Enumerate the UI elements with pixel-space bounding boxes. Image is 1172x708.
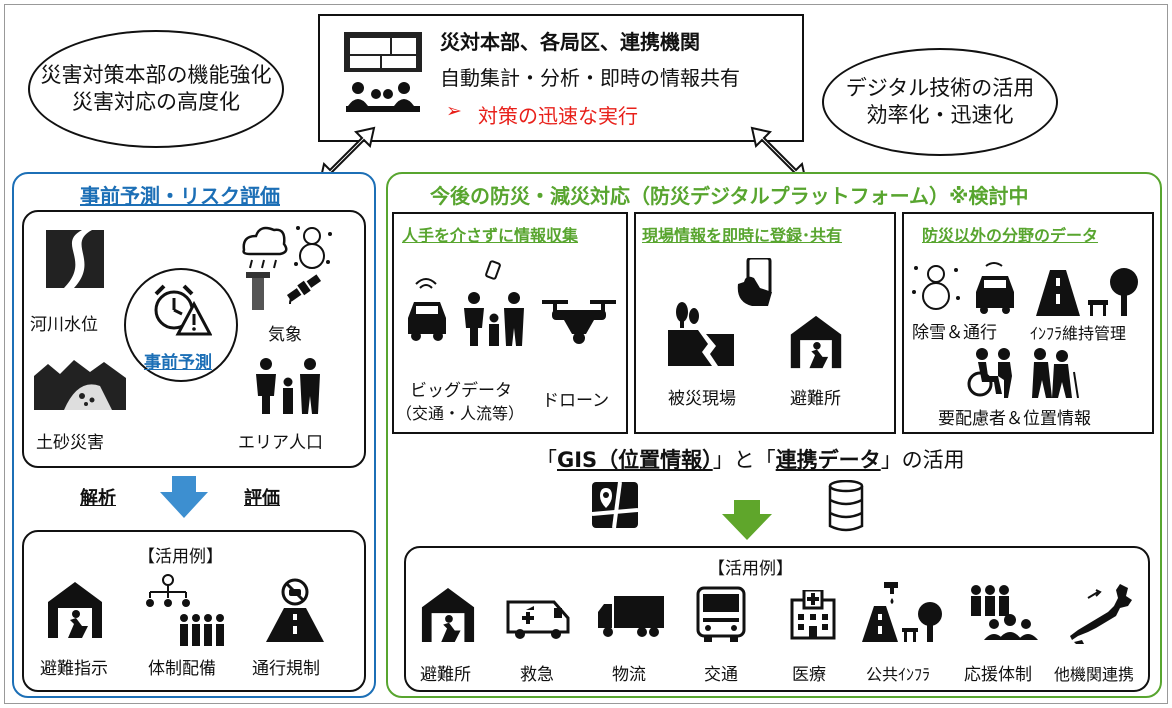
- gis-mid-text: 」と「: [712, 448, 776, 472]
- road-closed-icon: [266, 578, 324, 642]
- care-location-label: 要配慮者＆位置情報: [938, 409, 1091, 429]
- bullet-arrow-icon: ➢: [446, 100, 462, 122]
- headquarters-box: 災対本部、各局区、連携機関 自動集計・分析・即時の情報共有 ➢ 対策の迅速な実行: [318, 14, 804, 142]
- smartphone-hand-icon: [737, 258, 772, 306]
- uc-shelter-icon: [421, 587, 475, 643]
- bigdata-people-car-icon: [408, 260, 524, 346]
- realtime-sharing-box: [634, 212, 896, 434]
- headquarters-line3: 対策の迅速な実行: [478, 104, 638, 128]
- down-arrow-blue-icon: [160, 476, 208, 518]
- landslide-label: 土砂災害: [36, 433, 104, 453]
- public-infra-icon: [862, 582, 942, 642]
- evacuation-shelter-icon: [48, 582, 102, 638]
- auto-collection-title: 人手を介さずに情報収集: [402, 226, 579, 245]
- river-level-label: 河川水位: [30, 315, 98, 335]
- drone-icon: [542, 300, 616, 344]
- shelter-label: 避難所: [790, 389, 841, 409]
- evaluation-label: 評価: [244, 488, 280, 509]
- gis-open-bracket: 「: [536, 448, 557, 472]
- infra-maintenance-label: ｲﾝﾌﾗ維持管理: [1030, 324, 1127, 343]
- ambulance-icon: [506, 600, 570, 639]
- database-icon: [828, 480, 864, 532]
- truck-icon: [598, 596, 664, 637]
- left-usecase-title: 【活用例】: [138, 547, 223, 567]
- uc-interagency-label: 他機関連携: [1054, 665, 1135, 684]
- left-usecase-box: [22, 530, 366, 692]
- drone-label: ドローン: [542, 391, 610, 411]
- other-domain-title: 防災以外の分野のデータ: [922, 226, 1099, 245]
- snow-removal-label: 除雪＆通行: [912, 323, 997, 343]
- realtime-sharing-title: 現場情報を即時に登録･共有: [642, 226, 843, 245]
- uc-medical-label: 医療: [792, 665, 826, 685]
- left-usecase-deployment-label: 体制配備: [148, 659, 216, 679]
- goal-right-line1: デジタル技術の活用: [845, 76, 1035, 100]
- weather-label: 気象: [268, 325, 302, 345]
- other-domain-box: [902, 212, 1154, 434]
- disaster-platform-title: 今後の防災・減災対応（防災デジタルプラットフォーム）※検討中: [430, 184, 1029, 208]
- goal-right-line2: 効率化・迅速化: [866, 103, 1014, 127]
- prediction-center-label: 事前予測: [144, 353, 212, 373]
- risk-assessment-title: 事前予測・リスク評価: [80, 184, 280, 208]
- care-receiver-icon: [967, 348, 1079, 398]
- disaster-site-label: 被災現場: [668, 389, 736, 409]
- headquarters-title: 災対本部、各局区、連携機関: [440, 30, 700, 54]
- headquarters-line2: 自動集計・分析・即時の情報共有: [440, 66, 740, 90]
- goal-ellipse-right: デジタル技術の活用 効率化・迅速化: [822, 48, 1058, 156]
- infrastructure-road-tree-icon: [1036, 268, 1138, 316]
- japan-map-icon: [1070, 584, 1132, 644]
- goal-left-line1: 災害対策本部の機能強化: [40, 63, 272, 87]
- family-icon: [256, 358, 320, 414]
- snowman-car-icon: [912, 262, 1014, 314]
- uc-support-label: 応援体制: [964, 665, 1032, 685]
- uc-public-infra-label: 公共ｲﾝﾌﾗ: [866, 665, 931, 684]
- left-usecase-traffic-label: 通行規制: [252, 659, 320, 679]
- alarm-clock-warning-icon: [154, 284, 212, 336]
- disaster-site-icon: [668, 302, 734, 366]
- analysis-label: 解析: [80, 488, 116, 509]
- support-team-icon: [971, 585, 1038, 640]
- uc-traffic-label: 交通: [704, 665, 738, 685]
- bus-icon: [696, 586, 746, 642]
- gis-keyword: GIS（位置情報）: [557, 448, 713, 472]
- gis-utilization-line: 「GIS（位置情報）」と「連携データ」の活用: [536, 444, 965, 474]
- outer-frame: [4, 4, 1168, 704]
- bigdata-sub-label: （交通・人流等）: [396, 404, 525, 423]
- renkei-keyword: 連携データ: [775, 448, 881, 472]
- river-icon: [46, 230, 104, 288]
- uc-emergency-label: 救急: [520, 665, 554, 685]
- shelter-icon: [790, 315, 842, 369]
- map-pin-icon: [592, 482, 638, 528]
- hospital-icon: [790, 590, 836, 640]
- area-population-label: エリア人口: [238, 433, 323, 453]
- uc-shelter-label: 避難所: [420, 665, 471, 685]
- right-usecase-title: 【活用例】: [708, 559, 793, 579]
- goal-left-line2: 災害対応の高度化: [72, 90, 240, 114]
- bigdata-label: ビッグデータ: [410, 381, 512, 401]
- down-arrow-green-icon: [722, 500, 772, 540]
- uc-logistics-label: 物流: [612, 665, 646, 685]
- left-usecase-evacuation-label: 避難指示: [40, 659, 108, 679]
- gis-close-text: 」の活用: [880, 448, 965, 472]
- goal-ellipse-left: 災害対策本部の機能強化 災害対応の高度化: [28, 30, 284, 148]
- meeting-screen-icon: [344, 32, 422, 112]
- weather-icon: [242, 226, 332, 310]
- organization-chart-icon: [146, 574, 224, 646]
- landslide-icon: [34, 360, 126, 410]
